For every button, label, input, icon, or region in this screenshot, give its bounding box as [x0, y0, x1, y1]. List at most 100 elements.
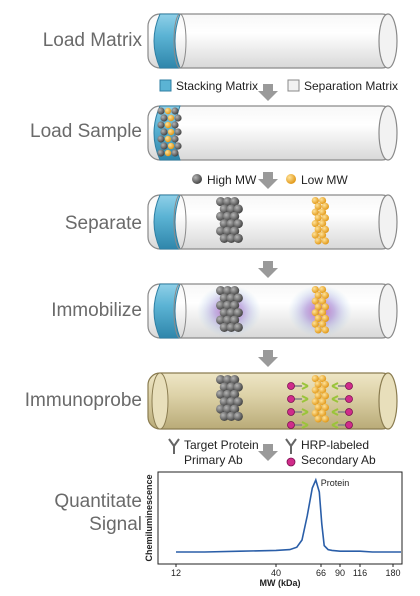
chart-tick-label: 66	[316, 568, 326, 578]
step-label-quantitate-line1: Quantitate	[54, 491, 142, 512]
high-mw-particle	[233, 219, 243, 229]
primary-ab-arm	[331, 411, 339, 416]
chart-peak-label: Protein	[321, 478, 350, 488]
low-mw-particle	[311, 286, 319, 294]
high-mw-band	[216, 286, 243, 332]
low-mw-particle	[321, 291, 329, 299]
low-mw-particle	[321, 214, 329, 222]
low-mw-particle	[318, 398, 327, 406]
low-mw-particle	[321, 237, 329, 245]
legend-matrix: Stacking Matrix Separation Matrix	[159, 79, 398, 93]
high-mw-particle	[160, 114, 168, 122]
step-label-load-sample: Load Sample	[30, 121, 142, 142]
low-mw-particle	[321, 392, 329, 400]
high-mw-particle	[219, 293, 229, 303]
high-mw-particle	[226, 233, 236, 243]
high-mw-particle	[216, 404, 226, 414]
legend-separation-matrix: Separation Matrix	[304, 79, 398, 93]
low-mw-particle	[321, 225, 329, 233]
low-mw-particle	[314, 415, 322, 423]
tube-load-matrix	[147, 13, 398, 69]
chart-series-line	[176, 477, 401, 553]
primary-ab-arm	[331, 424, 339, 429]
low-mw-particle	[311, 297, 319, 305]
tube-load-sample	[147, 105, 398, 161]
high-mw-particle	[219, 308, 229, 318]
high-mw-particle	[230, 226, 240, 236]
high-mw-particle	[226, 219, 236, 229]
low-mw-particle	[314, 303, 322, 311]
high-mw-particle	[219, 322, 229, 332]
arrow-down-icon	[258, 350, 278, 367]
step-label-quantitate: Quantitate Signal	[0, 490, 142, 536]
high-mw-particle	[233, 204, 243, 214]
step-label-quantitate-line2: Signal	[89, 514, 142, 535]
high-mw-particle	[223, 389, 233, 399]
high-mw-particle	[157, 107, 165, 115]
high-mw-particle	[216, 389, 226, 399]
high-mw-band	[216, 375, 243, 421]
low-mw-particle	[164, 121, 172, 129]
chart-y-label: Chemiluminescence	[144, 474, 154, 561]
hrp-label-dot	[287, 408, 295, 416]
high-mw-particle	[216, 226, 226, 236]
low-mw-particle	[311, 409, 319, 417]
low-mw-particle	[164, 107, 172, 115]
antibody-complexes	[287, 382, 353, 429]
low-mw-particle	[318, 309, 327, 317]
high-mw-particle	[226, 293, 236, 303]
low-mw-dot	[286, 174, 296, 184]
tube-immobilize	[147, 283, 398, 339]
high-mw-particle	[216, 197, 226, 207]
high-mw-particle	[171, 135, 179, 143]
hrp-label-dot	[287, 382, 295, 390]
chart-tick-label: 12	[171, 568, 181, 578]
hrp-label-dot	[287, 395, 295, 403]
low-mw-particle	[318, 208, 327, 216]
high-mw-particle	[223, 286, 233, 296]
legend-secondary-line2: Secondary Ab	[301, 453, 376, 467]
high-mw-particle	[216, 286, 226, 296]
low-mw-particle	[321, 415, 329, 423]
hrp-label-dot	[345, 395, 353, 403]
high-mw-particle	[226, 411, 236, 421]
primary-ab-arm	[301, 411, 309, 416]
high-mw-particle	[223, 375, 233, 385]
high-mw-particle	[223, 226, 233, 236]
low-mw-particle	[311, 231, 319, 239]
low-mw-particle	[318, 197, 327, 205]
chart-x-label: MW (kDa)	[260, 578, 301, 588]
high-mw-particle	[160, 128, 168, 136]
legend-high-mw: High MW	[207, 173, 257, 187]
low-mw-particle	[314, 237, 322, 245]
low-mw-particle	[311, 398, 319, 406]
low-mw-particle	[318, 220, 327, 228]
high-mw-particle	[171, 121, 179, 129]
legend-secondary-line1: HRP-labeled	[301, 438, 369, 452]
low-mw-particle	[318, 297, 327, 305]
low-mw-particle	[321, 303, 329, 311]
low-mw-particle	[314, 392, 322, 400]
primary-ab-arm	[301, 424, 309, 429]
high-mw-band	[216, 197, 243, 243]
legend-antibodies: Target Protein Primary Ab HRP-labeled Se…	[168, 438, 376, 467]
low-mw-particle	[314, 380, 322, 388]
hrp-label-dot	[345, 421, 353, 429]
chart-frame	[157, 471, 403, 565]
tube-immunoprobe	[147, 372, 398, 430]
high-mw-particle	[230, 300, 240, 310]
high-mw-particle	[219, 219, 229, 229]
high-mw-particle	[219, 382, 229, 392]
primary-ab-arm	[331, 385, 339, 390]
high-mw-particle	[233, 233, 243, 243]
low-mw-particle	[314, 314, 322, 322]
primary-ab-icon	[168, 438, 180, 454]
high-mw-particle	[230, 211, 240, 221]
high-mw-particle	[230, 197, 240, 207]
high-mw-particle	[226, 397, 236, 407]
chart-tick-label: 116	[353, 568, 367, 578]
low-mw-particle	[314, 326, 322, 334]
high-mw-particle	[219, 233, 229, 243]
